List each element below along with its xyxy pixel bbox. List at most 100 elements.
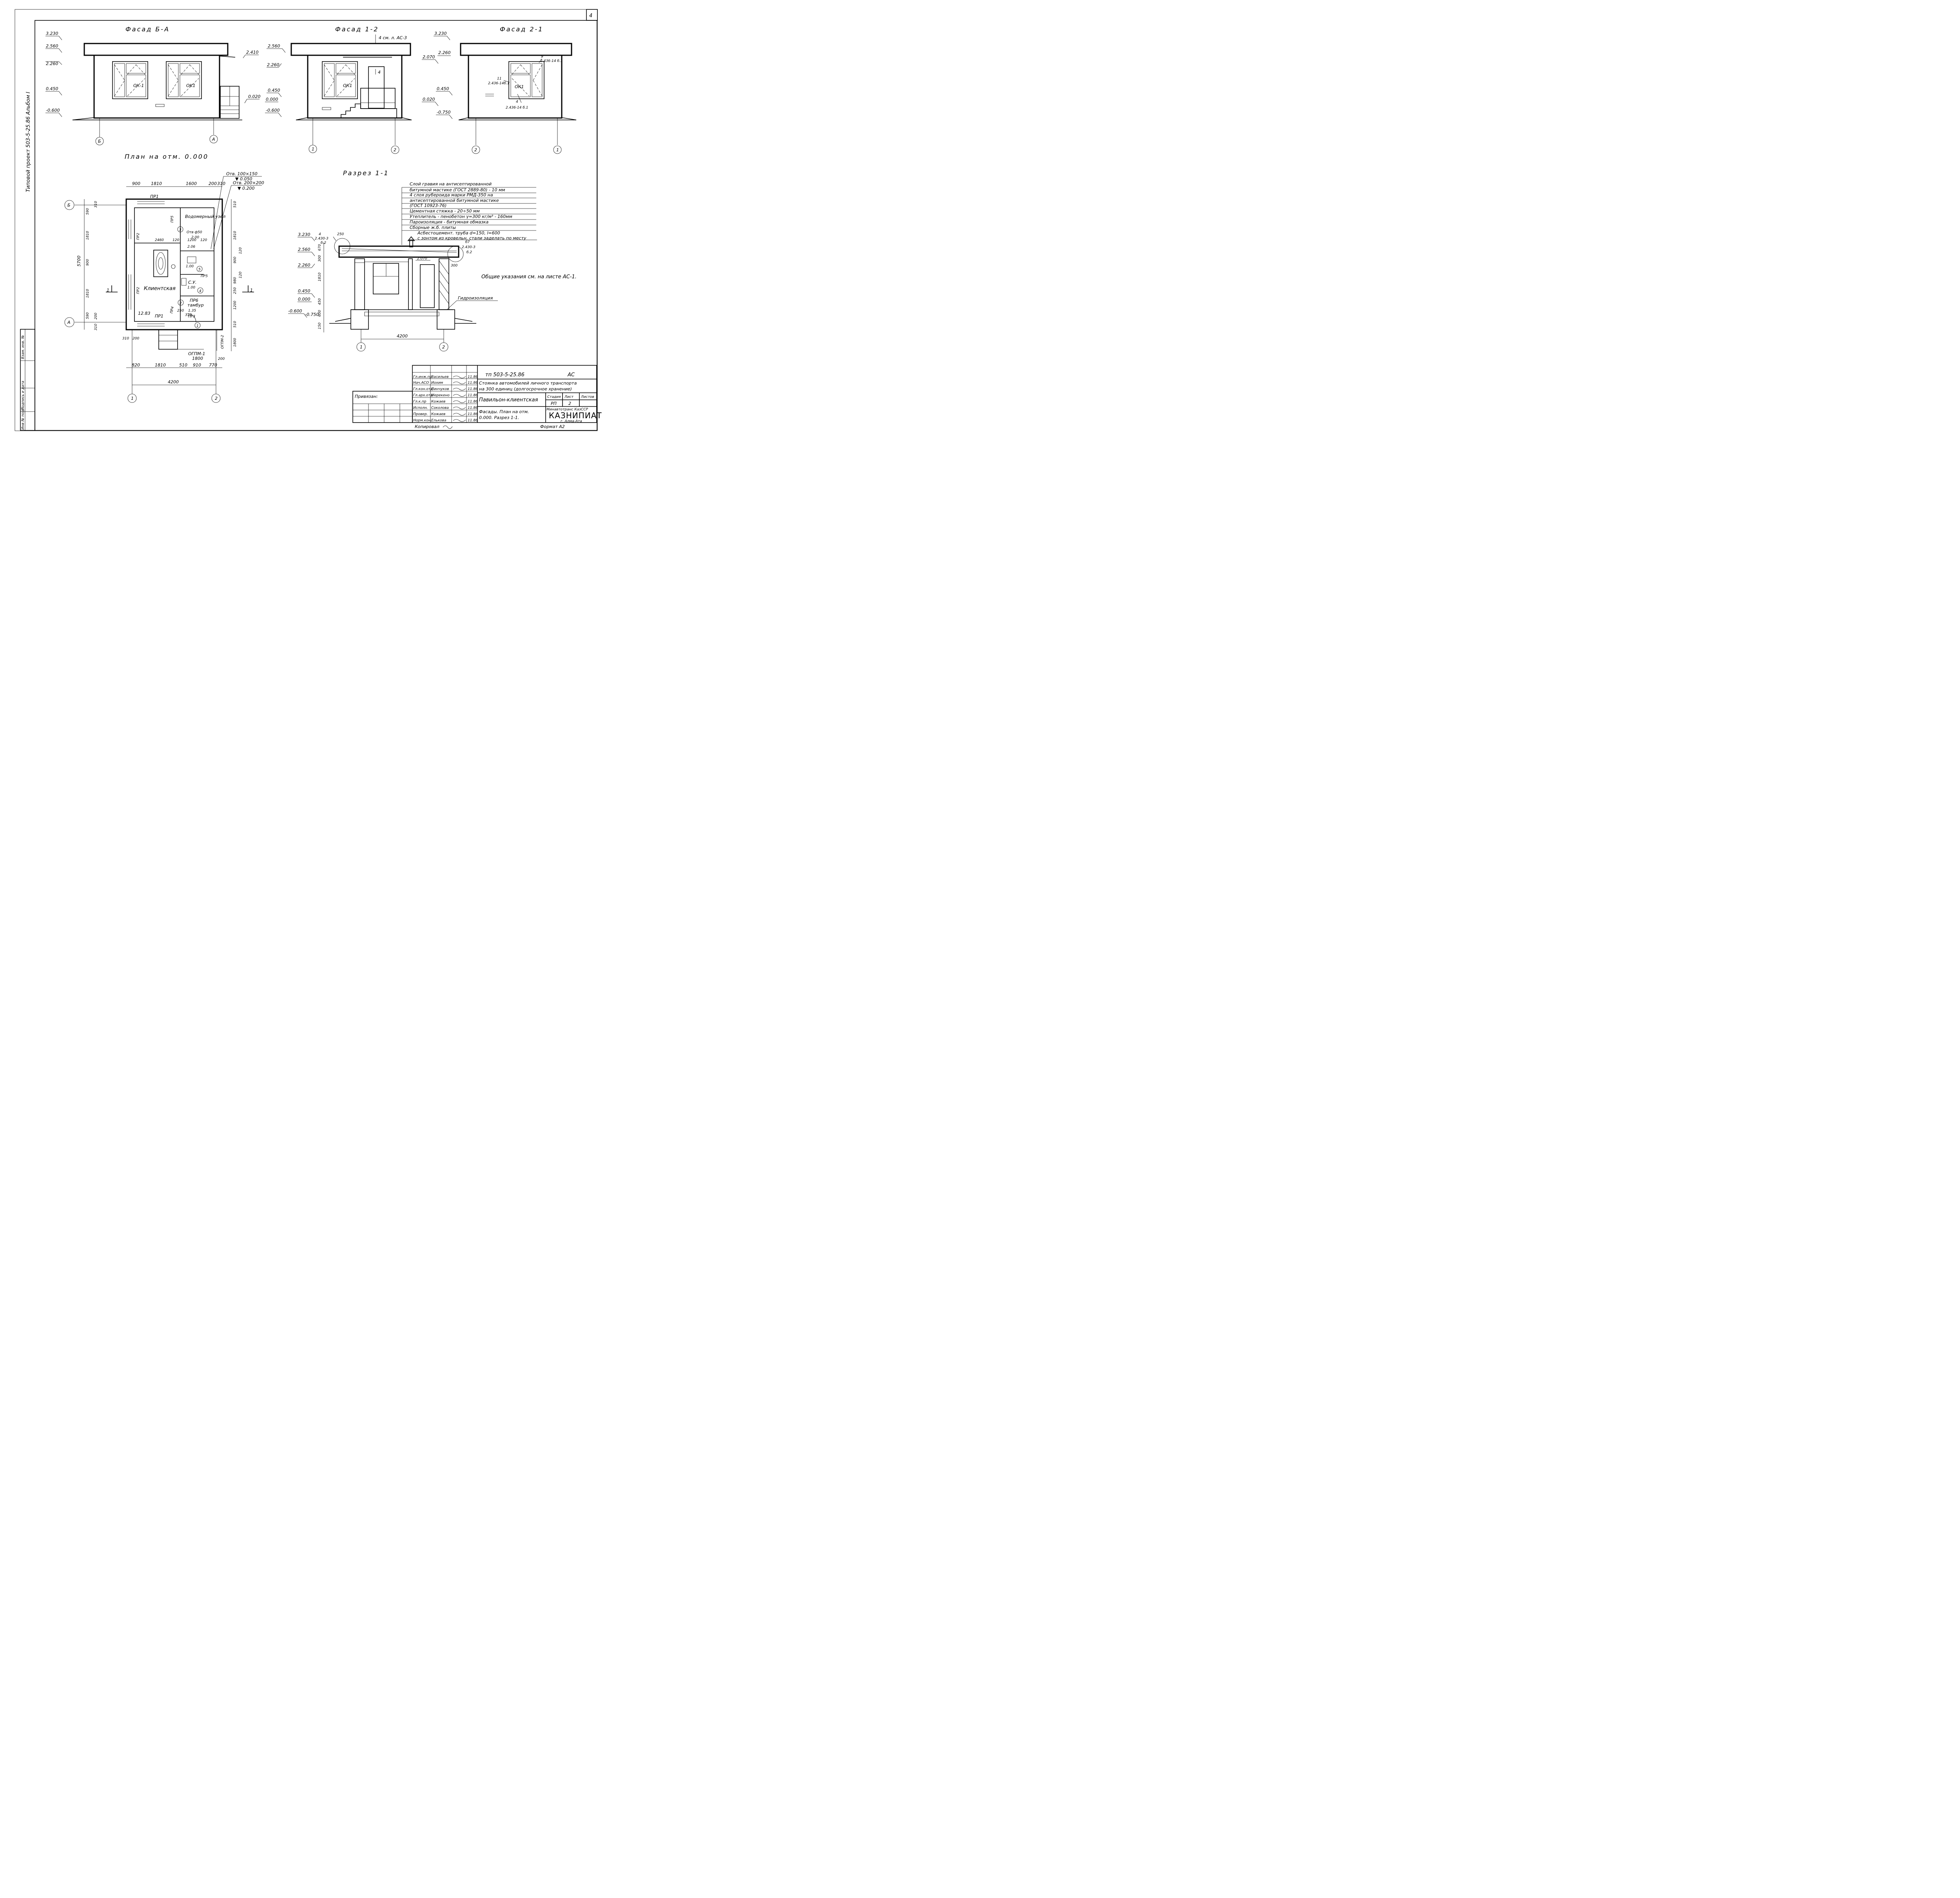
section-footing-left	[350, 309, 369, 330]
axis-2-bubble	[472, 145, 480, 154]
outer-frame	[15, 9, 598, 431]
node-left-circle	[334, 238, 350, 254]
section-window	[373, 263, 399, 294]
section: Разрез 1-1 Слой гравия на антисептирован…	[288, 169, 537, 352]
facade-ba-title: Фасад Б-А	[125, 25, 170, 33]
plan-inner-dim-7: 2.00	[191, 236, 199, 240]
section-layer-6: Цементная стяжка - 20÷50 мм	[410, 209, 480, 214]
plan-inner-dim-3: 1200	[187, 238, 196, 242]
plan-right-dim-2: 1810	[233, 231, 237, 240]
plan-room-num-3: 3	[179, 228, 181, 232]
tb-sheet-name-2: 0.000. Разрез 1-1.	[479, 415, 519, 420]
facade-21: Фасад 2-1 ОК1 9 2.436-14 б.1 11 2.436-14…	[434, 25, 577, 154]
facade-21-level-3: -0.750	[437, 110, 450, 115]
facade-ba-aux-2: 0.020	[248, 94, 261, 99]
section-layer-8: Пароизоляция - битумная обмазка	[410, 220, 489, 225]
facade-ba-level-4: 0.450	[46, 86, 58, 91]
tb-name-8: Елькова	[431, 419, 446, 423]
tb-date-8: 11.86	[468, 419, 478, 423]
side-cell-2: Подпись и дата	[21, 381, 25, 410]
plan: План на отм. 0.000 Водомерный узел Клиен…	[64, 153, 264, 403]
plan-opening-2-level: ▼ 0.200	[238, 186, 254, 191]
tb-date-7: 11.86	[468, 412, 478, 416]
plan-table	[153, 250, 168, 277]
section-node-right-3: б.2	[466, 250, 472, 254]
section-axis-1: 1	[360, 345, 363, 350]
plan-right-dim-5: 120	[239, 272, 243, 278]
plan-inner-dim-5: 2.06	[187, 245, 195, 249]
plan-right-dim-7: 250	[233, 287, 237, 294]
plan-mark-pr6: ПР6	[190, 298, 198, 303]
facade-21-ref-1: 9	[541, 55, 543, 59]
plan-room-num-1: 1	[196, 324, 199, 328]
tb-sheets-hdr: Листов	[581, 395, 594, 399]
section-layer-2: битумной мастике (ГОСТ 2889-80) - 10 мм	[410, 187, 505, 192]
plan-left-dim-8: 200	[94, 313, 98, 319]
tb-sheet-name-1: Фасады. План на отм.	[479, 409, 529, 414]
tb-name-4: Мерекено	[431, 394, 450, 397]
tb-sheet-hdr: Лист	[564, 395, 574, 399]
tb-date-3: 11.86	[468, 387, 478, 391]
plan-top-dim-2: 1810	[151, 181, 162, 186]
facade-21-window-label: ОК1	[515, 84, 524, 89]
facade-12-note: 4 см. л. АС-3	[379, 35, 407, 40]
plan-opening-1-level: ▼ 0.050	[235, 176, 252, 181]
tb-name-7: Кожаев	[431, 412, 445, 416]
node-right-circle	[447, 246, 464, 262]
plan-bottom-dim-5: 510	[179, 363, 187, 368]
axis-b-bubble	[95, 137, 104, 145]
roof-slab	[290, 43, 411, 56]
plan-area-client: 12.83	[138, 311, 151, 316]
section-vdim-5: 600	[318, 310, 322, 317]
section-vdim-4: 450	[318, 298, 322, 305]
plan-inner-dim-8: 250	[177, 309, 184, 313]
title-block: Привязан: Гл.инж.пр Васильев 11.86 Нач.А…	[352, 365, 602, 429]
plan-top-dim-1: 900	[132, 181, 140, 186]
plan-mark-pr1-bottom: ПР1	[155, 314, 163, 319]
wall	[468, 54, 563, 119]
plan-mark-pr5-upper: ПР5	[171, 216, 174, 223]
section-layer-3: 4 слоя рубероида марки РМД-350 на	[410, 192, 493, 198]
plan-axis-2: 2	[215, 396, 218, 401]
section-vdim-2: 300	[318, 255, 322, 262]
tb-code: тп 503-5-25.86	[485, 372, 524, 378]
facade-12-right-1: 2.070	[423, 54, 435, 60]
plan-inner-wall	[134, 207, 214, 322]
plan-left-total: 5700	[76, 256, 82, 267]
facade-21-axis-2: 2	[474, 147, 477, 152]
facade-12-level-1: 2.560	[268, 44, 280, 49]
tb-role-1: Гл.инж.пр	[413, 375, 432, 379]
door	[368, 66, 385, 109]
section-level-2: 2.560	[298, 247, 310, 252]
plan-axis-a: А	[67, 320, 71, 325]
side-stamp-box	[20, 329, 35, 431]
side-stamp: Типовой проект 503-5-25.86 Альбом I	[25, 92, 31, 192]
plan-right-dim-3: 120	[239, 247, 243, 254]
axis-1-bubble	[309, 145, 317, 153]
plan-opening-1: Отв. 100×150	[226, 171, 258, 176]
plan-right-dim-8: 1200	[233, 301, 237, 310]
plan-left-dim-1: 310	[94, 201, 98, 208]
plan-room-client: Клиентская	[144, 286, 176, 292]
facade-21-ref-6: 2.436-14 б.1	[506, 106, 528, 110]
plan-axis-1-bubble	[127, 394, 137, 403]
tb-stage: РП	[551, 401, 557, 406]
section-door	[420, 264, 435, 308]
section-axis-2: 2	[442, 345, 445, 350]
section-axis-1-bubble	[356, 342, 366, 352]
section-wall-left	[354, 258, 365, 310]
facade-12-axis-1: 1	[312, 147, 314, 152]
wall	[93, 54, 220, 119]
pipe	[409, 240, 413, 247]
plan-right-dim-9: 510	[233, 321, 237, 328]
sheet-number: 4	[589, 13, 592, 19]
facade-12-level-3: 0.450	[268, 88, 280, 93]
plan-left-dim-3: 1810	[86, 231, 90, 240]
plan-bottom-dim-9: 200	[218, 357, 225, 361]
facade-ba-axis-a: А	[212, 137, 215, 142]
section-node-left-3: б.2	[321, 241, 326, 245]
tb-role-5: Гл.к.пр	[413, 400, 426, 404]
facade-12-title: Фасад 1-2	[335, 25, 379, 33]
facade-ba-level-5: -0.600	[46, 108, 60, 113]
facade-12: Фасад 1-2 4 см. л. АС-3 ОК1 4 2.560	[265, 25, 451, 154]
